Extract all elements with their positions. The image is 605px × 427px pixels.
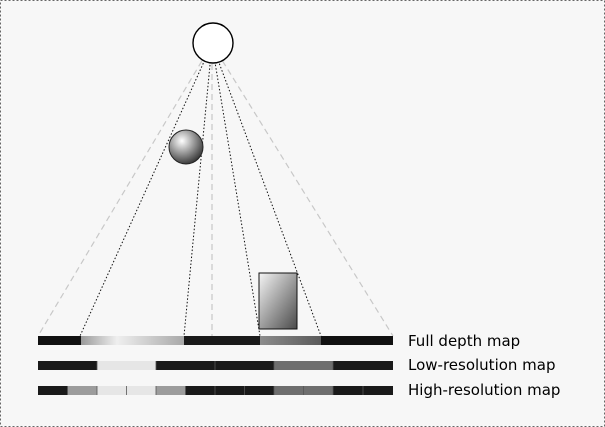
high-res-cell-8 xyxy=(244,386,274,395)
high-res-cell-7 xyxy=(215,386,245,395)
ray-sphere-left xyxy=(79,43,213,337)
frustum-lines xyxy=(37,43,394,337)
full-depth-segment-left xyxy=(38,336,81,345)
low-res-cell-5 xyxy=(274,361,333,370)
ray-box-left xyxy=(211,43,261,337)
low-res-cell-6 xyxy=(333,361,393,370)
high-res-cell-6 xyxy=(185,386,215,395)
box-object xyxy=(258,272,298,330)
high-res-cell-2 xyxy=(67,386,97,395)
full-depth-segment-sphere xyxy=(81,336,184,345)
low-resolution-map-bar xyxy=(38,361,393,370)
frustum-right-line xyxy=(211,43,394,337)
full-depth-segment-box xyxy=(260,336,321,345)
high-resolution-map-bar xyxy=(38,386,393,395)
full-depth-map-bar xyxy=(38,336,393,345)
camera-icon xyxy=(192,22,234,64)
low-res-cell-3 xyxy=(156,361,215,370)
high-res-cell-4 xyxy=(126,386,156,395)
sphere-object xyxy=(168,129,204,165)
full-depth-map-label: Full depth map xyxy=(408,332,520,350)
high-res-cell-11 xyxy=(333,386,363,395)
full-depth-segment-middle xyxy=(184,336,260,345)
low-res-cell-4 xyxy=(215,361,274,370)
ray-box-right xyxy=(211,43,322,337)
high-resolution-map-label: High-resolution map xyxy=(408,381,560,399)
high-res-cell-12 xyxy=(363,386,393,395)
high-res-cell-9 xyxy=(274,386,304,395)
low-resolution-map-label: Low-resolution map xyxy=(408,356,556,374)
high-res-cell-10 xyxy=(303,386,333,395)
high-res-cell-1 xyxy=(38,386,68,395)
frustum-left-line xyxy=(37,43,213,337)
low-res-cell-1 xyxy=(38,361,97,370)
low-res-cell-2 xyxy=(97,361,156,370)
ray-lines xyxy=(79,43,322,337)
full-depth-segment-right xyxy=(321,336,393,345)
high-res-cell-3 xyxy=(97,386,127,395)
high-res-cell-5 xyxy=(156,386,186,395)
